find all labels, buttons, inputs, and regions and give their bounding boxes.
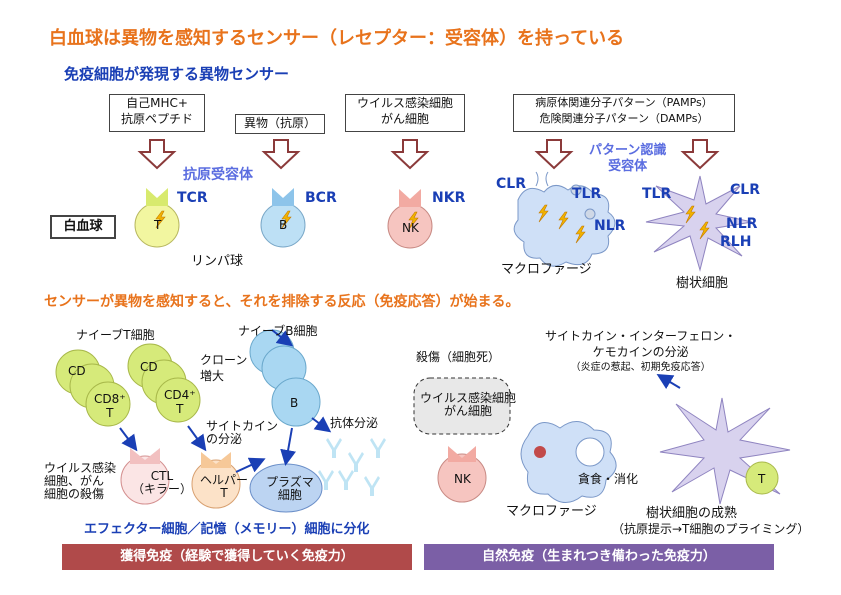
plasma-label: プラズマ細胞	[266, 475, 314, 502]
dendritic-shape	[645, 175, 753, 272]
virus-kill-label: ウイルス感染細胞、がん細胞の殺傷	[44, 461, 117, 501]
macrophage-receptors	[535, 171, 596, 220]
pattern-receptor-line1: パターン認識	[589, 143, 667, 158]
t-small-label: T	[758, 472, 766, 486]
box-self-mhc: 自己MHC+ 抗原ペプチド	[109, 94, 205, 132]
t-cell-label: T	[154, 218, 162, 232]
rlh-label-dc: RLH	[720, 234, 752, 250]
banner-innate: 自然免疫（生まれつき備わった免疫力）	[424, 544, 774, 570]
section-title-response: センサーが異物を感知すると、それを排除する反応（免疫応答）が始まる。	[44, 294, 520, 310]
box-pamps: 病原体関連分子パターン（PAMPs） 危険関連分子パターン（DAMPs）	[513, 94, 735, 132]
antibody-label: 抗体分泌	[330, 416, 379, 430]
lymphocyte-label: リンパ球	[191, 254, 244, 269]
page-title: 白血球は異物を感知するセンサー（レセプター：受容体）を持っている	[49, 28, 625, 49]
box-pamps-line2: 危険関連分子パターン（DAMPs）	[539, 112, 709, 125]
banner-acquired: 獲得免疫（経験で獲得していく免疫力）	[62, 544, 412, 570]
cd-partial-2: CD	[140, 360, 158, 374]
t-cell-small	[745, 461, 779, 495]
nkr-label: NKR	[432, 190, 466, 206]
box-virus-line2: がん細胞	[380, 112, 429, 126]
b-cell-label-2: B	[290, 396, 299, 410]
virus-cell-box	[413, 377, 511, 435]
virus-cell-label: ウイルス感染細胞がん細胞	[420, 391, 517, 418]
nk-label-2: NK	[454, 472, 471, 486]
section-title-sensors: 免疫細胞が発現する異物センサー	[64, 65, 290, 83]
phagosome	[575, 437, 605, 467]
ctl-cell	[120, 455, 170, 505]
dc-present-label: （抗原提示→T細胞のプライミング）	[612, 522, 810, 536]
blue-arrows	[119, 329, 681, 473]
macrophage-label: マクロファージ	[501, 262, 592, 277]
ctl-receptor	[130, 448, 160, 464]
pattern-receptor-line2: 受容体	[608, 159, 648, 174]
clr-label-dc: CLR	[730, 182, 760, 198]
down-arrow-2	[261, 139, 301, 170]
macrophage-shape	[513, 185, 616, 267]
macrophage-bottom-shape	[520, 421, 617, 503]
down-arrow-5	[680, 139, 720, 170]
bcr-label: BCR	[305, 190, 337, 206]
helper-cell	[191, 459, 241, 509]
kill-label: 殺傷（細胞死）	[416, 350, 501, 364]
ctl-label: CTL（キラー）	[132, 469, 193, 496]
box-foreign-label: 異物（抗原）	[243, 116, 316, 130]
naive-t-label: ナイーブT細胞	[76, 328, 155, 342]
down-arrow-4	[534, 139, 574, 170]
cd-partial-1: CD	[68, 364, 86, 378]
box-virus-line1: ウイルス感染細胞	[356, 96, 453, 110]
leukocyte-box: 白血球	[50, 215, 116, 239]
antigen-receptor-label: 抗原受容体	[183, 167, 253, 183]
clone-label: クローン増大	[200, 353, 248, 383]
nlr-label-dc: NLR	[726, 216, 758, 232]
leukocyte-label: 白血球	[63, 219, 103, 234]
nk-cell-bottom	[437, 453, 487, 503]
box-virus: ウイルス感染細胞 がん細胞	[345, 94, 465, 132]
clr-label-macrophage: CLR	[496, 176, 526, 192]
phago-label: 貪食・消化	[578, 472, 639, 486]
box-foreign: 異物（抗原）	[235, 114, 325, 134]
dc-mature-label: 樹状細胞の成熟	[646, 506, 738, 521]
pathogen-icon	[534, 446, 546, 458]
down-arrow-1	[137, 139, 177, 170]
box-self-mhc-line1: 自己MHC+	[126, 96, 188, 110]
naive-t-cells	[55, 343, 201, 427]
cytokine-label: サイトカインの分泌	[206, 419, 279, 446]
lightning-bolts	[155, 204, 710, 244]
box-pamps-line1: 病原体関連分子パターン（PAMPs）	[535, 96, 713, 109]
tlr-label-macrophage: TLR	[572, 186, 602, 202]
down-arrow-3	[390, 139, 430, 170]
helper-receptor	[201, 452, 231, 468]
tcr-label: TCR	[177, 190, 208, 206]
nk-cell	[387, 189, 433, 249]
naive-b-cells	[249, 329, 321, 427]
b-cell-label: B	[279, 218, 288, 232]
dendritic-label: 樹状細胞	[676, 276, 729, 291]
cytokine2-label: サイトカイン・インターフェロン・ケモカインの分泌（炎症の惹起、初期免疫応答）	[545, 329, 737, 373]
naive-b-label: ナイーブB細胞	[238, 324, 318, 338]
b-cell	[260, 188, 306, 248]
macrophage2-label: マクロファージ	[506, 504, 597, 519]
nk-bottom-receptor	[448, 446, 476, 462]
tlr-label-dc: TLR	[642, 186, 672, 202]
nk-cell-label: NK	[402, 221, 419, 235]
t-cell	[134, 188, 180, 248]
pattern-receptor-label: パターン認識 受容体	[589, 143, 666, 175]
antibodies	[318, 438, 386, 496]
hollow-arrows	[137, 139, 720, 170]
cd4-label: CD4⁺T	[164, 388, 196, 416]
cd8-label: CD8⁺T	[94, 392, 126, 420]
box-self-mhc-line2: 抗原ペプチド	[120, 112, 193, 126]
effector-label: エフェクター細胞／記憶（メモリー）細胞に分化	[84, 522, 370, 537]
nlr-label-macrophage: NLR	[594, 218, 626, 234]
